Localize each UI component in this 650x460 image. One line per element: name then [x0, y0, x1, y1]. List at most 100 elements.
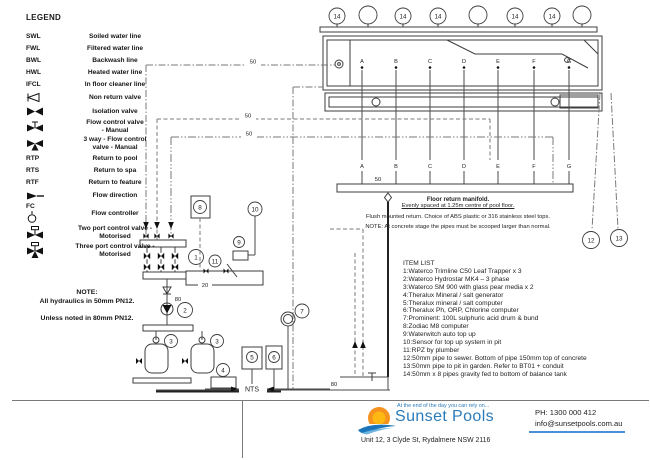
pipe-size-label: 20: [202, 283, 208, 289]
pool-top-view: [319, 24, 603, 112]
legend-label: Flow controller: [91, 209, 139, 217]
point-label: G: [567, 59, 571, 65]
legend-item: Non return valve: [18, 91, 176, 104]
non-return-valve-icon: [26, 92, 40, 103]
isolation-valve-icon: [27, 107, 43, 116]
legend-label: Return to feature: [88, 178, 142, 186]
legend-abbr: RTF: [26, 179, 39, 186]
manifold-note-line-3: NOTE: At concrete stage the pipes must b…: [365, 224, 551, 230]
pipe-size-label: 50: [250, 60, 256, 66]
legend-item: RTP Return to pool: [18, 153, 176, 164]
callout-2: 2: [183, 307, 187, 314]
legend-item: Flow control valve- Manual: [18, 119, 176, 135]
legend-item: RTS Return to spa: [18, 165, 176, 176]
hydraulics-note: NOTE: All hydraulics in 50mm PN12. Unles…: [16, 288, 158, 323]
point-label: C: [428, 164, 432, 170]
pipe-size-label: 80: [175, 297, 181, 303]
company-address: Unit 12, 3 Clyde St, Rydalmere NSW 2116: [361, 437, 491, 444]
legend-abbr: BWL: [26, 57, 42, 64]
callout-1: 1: [194, 254, 198, 261]
legend: LEGEND SWL Soiled water line FWL Filtere…: [18, 13, 176, 260]
three-way-flow-control-valve-icon: [27, 139, 43, 150]
legend-abbr: FWL: [26, 45, 41, 52]
callout-8: 8: [198, 204, 202, 211]
sunset-pools-logo-icon: [356, 407, 398, 439]
legend-item: FC Flow controller: [18, 203, 176, 224]
flow-controller-icon: [27, 211, 37, 223]
item-list-row: 4:Theralux Mineral / salt generator: [403, 291, 504, 299]
point-label: D: [462, 164, 466, 170]
brand-name: Sunset Pools: [395, 408, 495, 425]
legend-label: Flow direction: [92, 191, 138, 199]
legend-abbr: SWL: [26, 33, 41, 40]
item-list-row: 5:Theralux mineral / salt computer: [403, 299, 503, 307]
legend-item: Three port control valve -Motorised: [18, 242, 176, 259]
legend-label: Flow control valve: [86, 119, 144, 126]
legend-item: IFCL In floor cleaner line: [18, 79, 176, 90]
item-list-row: 8:Zodiac M8 computer: [403, 323, 469, 331]
pipe-size-label: 50: [246, 132, 252, 138]
callout-3: 3: [215, 338, 219, 345]
callout-12: 12: [587, 237, 595, 244]
item-list-row: 3:Waterco SM 900 with glass pear media x…: [403, 283, 534, 291]
callout-7: 7: [300, 308, 304, 315]
legend-item: Two port control valve -Motorised: [18, 225, 176, 241]
plant-equipment: 1 80 2 3 3 20 11 8 10 9 5: [132, 195, 390, 394]
legend-abbr: RTP: [26, 155, 40, 162]
item-list-row: 6:Theralux Ph, ORP, Chlorine computer: [403, 307, 519, 315]
point-label: A: [360, 164, 364, 170]
callout-14: 14: [399, 13, 407, 20]
flow-control-valve-icon: [27, 121, 43, 132]
item-list-row: 7:Prominent: 100L sulphuric acid drum & …: [403, 315, 539, 323]
manifold-note-line-2: Flush mounted return. Choice of ABS plas…: [366, 214, 550, 220]
logo-tagline: At the end of the day you can rely on...: [397, 403, 490, 409]
company-phone: PH: 1300 000 412: [535, 408, 597, 417]
floor-return-manifold-note: Floor return manifold. Evenly spaced at …: [330, 197, 586, 230]
three-port-control-valve-icon: [27, 242, 43, 258]
legend-abbr: RTS: [26, 167, 40, 174]
callout-14: 14: [511, 13, 519, 20]
point-label: E: [496, 164, 500, 170]
legend-label: Non return valve: [88, 93, 142, 101]
point-label: E: [496, 59, 500, 65]
item-list-row: 13:50mm pipe to pit in garden. Refer to …: [403, 362, 564, 370]
title-block-rule: [12, 400, 649, 401]
legend-label: Backwash line: [92, 56, 138, 64]
company-email: info@sunsetpools.com.au: [535, 419, 623, 428]
item-list: ITEM LIST 1:Waterco Trimline C50 Leaf Tr…: [403, 260, 649, 379]
note-title: NOTE:: [76, 289, 98, 296]
legend-item: Isolation valve: [18, 105, 176, 118]
legend-item: FWL Filtered water line: [18, 43, 176, 54]
legend-label: Soiled water line: [88, 32, 142, 40]
item-list-row: 9:Waterwitch auto top up: [403, 331, 476, 339]
legend-label: Three port control valve -: [75, 242, 155, 250]
callout-13: 13: [615, 235, 623, 242]
legend-item: RTF Return to feature: [18, 177, 176, 188]
pipe-size-label: 50: [375, 177, 381, 183]
legend-abbr: FC: [26, 203, 35, 210]
legend-abbr: HWL: [26, 69, 42, 76]
pipe-runs: 50 50 50: [143, 57, 554, 390]
item-list-row: 14:50mm x 8 pipes gravity fed to bottom …: [403, 370, 567, 378]
point-label: A: [360, 59, 364, 65]
legend-label-2: - Manual: [101, 127, 129, 134]
point-label: B: [394, 59, 398, 65]
legend-item: SWL Soiled water line: [18, 31, 176, 42]
legend-label-2: valve - Manual: [92, 144, 138, 151]
legend-label: Return to spa: [93, 166, 137, 174]
flow-direction-icon: [27, 192, 44, 200]
item-list-row: 1:Waterco Trimline C50 Leaf Trapper x 3: [403, 267, 522, 275]
point-label: F: [532, 164, 536, 170]
item-list-row: 12:50mm pipe to sewer. Bottom of pipe 15…: [403, 354, 587, 362]
pipe-size-label: 50: [245, 114, 251, 120]
point-label: C: [428, 59, 432, 65]
note-line-2: Unless noted in 80mm PN12.: [40, 315, 134, 322]
nts-label: NTS: [245, 387, 259, 394]
callout-5: 5: [250, 354, 254, 361]
legend-item: BWL Backwash line: [18, 55, 176, 66]
callout-9: 9: [237, 239, 241, 246]
gravity-pipe-callouts: 14 14 14 14 14: [328, 5, 592, 25]
item-list-row: 11:RPZ by plumber: [403, 346, 460, 354]
hydraulic-schematic: 14 14 14 14 14 A B C D E F G A B C D E F…: [132, 5, 628, 394]
